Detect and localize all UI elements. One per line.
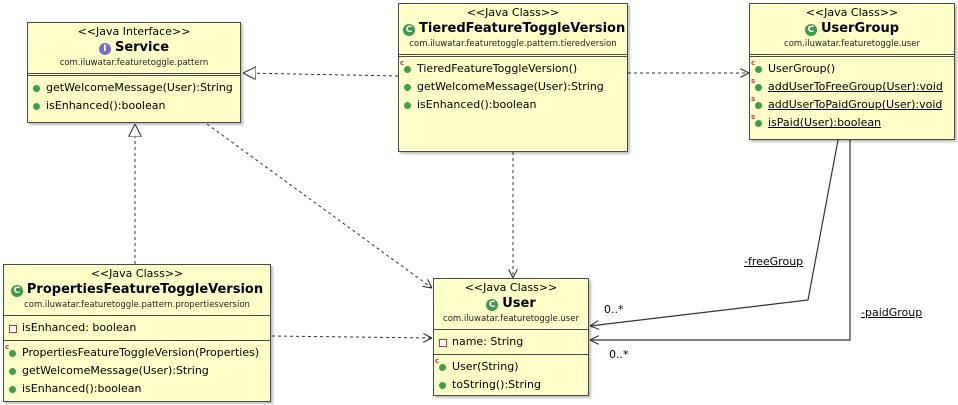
class-name: UserGroup [820,21,900,36]
field-row[interactable]: isEnhanced: boolean [8,319,266,337]
class-name: Service [114,40,170,55]
public-method-icon [8,367,17,376]
free-group-multiplicity-label: 0..* [604,303,624,316]
static-method-icon: s [751,95,763,110]
fields-section: name: String [434,329,588,354]
method-row[interactable]: isEnhanced():boolean [8,380,266,398]
constructor-icon: c [435,357,447,372]
package-name: com.iluwatar.featuretoggle.pattern.tiere… [409,39,617,49]
realization-tiered-to-service [243,73,399,76]
package-name: com.iluwatar.featuretoggle.user [443,314,579,324]
method-row[interactable]: getWelcomeMessage(User):String [8,362,266,380]
stereotype: <<Java Interface>> [77,25,191,38]
stereotype: <<Java Class>> [90,267,184,280]
method-row[interactable]: getWelcomeMessage(User):String [32,79,236,97]
public-method-icon [438,381,447,390]
paid-group-multiplicity-label: 0..* [609,348,629,361]
method-row[interactable]: toString():String [438,376,584,394]
public-method-icon [32,84,41,93]
stereotype: <<Java Class>> [805,6,899,19]
public-method-icon [32,102,41,111]
stereotype: <<Java Class>> [464,281,558,294]
class-icon: C [403,24,415,36]
package-name: com.iluwatar.featuretoggle.pattern [59,58,209,68]
class-name: User [502,296,536,311]
private-field-icon [8,324,17,333]
static-method-icon: s [751,77,763,92]
association-paid-group [590,140,851,340]
method-row[interactable]: isEnhanced():boolean [32,97,236,115]
class-name: TieredFeatureToggleVersion [419,21,626,36]
class-icon: C [804,24,817,36]
public-method-icon [8,385,17,394]
paid-group-role-label: -paidGroup [861,306,923,319]
method-row[interactable]: isEnhanced():boolean [403,96,623,114]
class-icon: C [486,299,499,311]
package-name: com.iluwatar.featuretoggle.user [784,39,920,49]
fields-section: isEnhanced: boolean [4,315,270,340]
stereotype: <<Java Class>> [466,6,560,19]
class-name: PropertiesFeatureToggleVersion [26,282,264,297]
dependency-properties-to-user [271,336,432,338]
dependency-service-to-user [206,123,432,288]
constructor-icon: c [751,59,763,74]
association-free-group [590,139,839,326]
constructor-icon: c [400,59,412,74]
field-row[interactable]: name: String [438,333,584,351]
package-name: com.iluwatar.featuretoggle.pattern.prope… [24,300,250,310]
class-icon: C [10,285,23,297]
method-row[interactable]: getWelcomeMessage(User):String [403,78,623,96]
class-tiered-feature-toggle-version[interactable]: <<Java Class>> C TieredFeatureToggleVersi… [398,3,628,152]
methods-section: getWelcomeMessage(User):String isEnhance… [28,73,240,118]
public-method-icon [403,101,412,110]
private-field-icon [438,338,447,347]
static-method-icon: s [751,113,763,128]
free-group-role-label: -freeGroup [744,255,804,268]
public-method-icon [403,83,412,92]
interface-icon: I [98,43,111,55]
constructor-icon: c [5,343,17,358]
